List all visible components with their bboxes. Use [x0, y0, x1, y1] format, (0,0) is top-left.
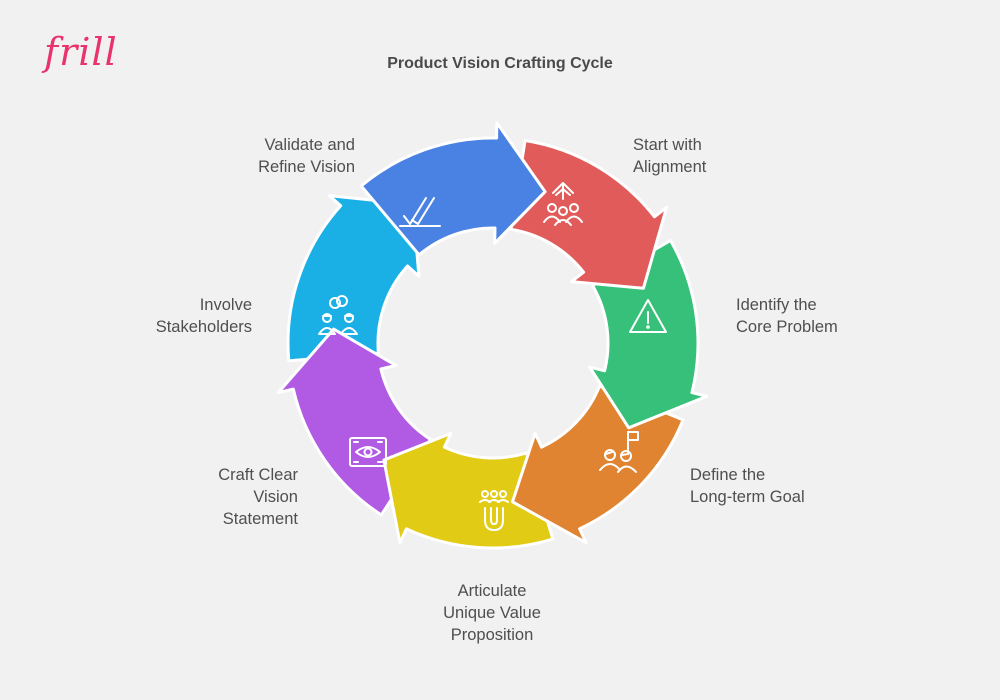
goal-flag-icon: [599, 431, 639, 473]
stakeholders-icon: [318, 295, 358, 335]
segment-identify-problem: [509, 139, 669, 290]
warning-triangle-icon: [629, 299, 667, 333]
page-title: Product Vision Crafting Cycle: [387, 55, 613, 72]
alignment-team-icon: [543, 182, 583, 226]
frill-logo: frill: [44, 30, 118, 74]
segment-articulate-uvp: [511, 384, 685, 545]
double-check-icon: [399, 197, 441, 227]
segment-validate-refine: [286, 194, 421, 363]
magnet-people-icon: [479, 490, 509, 531]
segment-craft-statement: [382, 431, 555, 550]
eye-focus-icon: [349, 437, 387, 467]
